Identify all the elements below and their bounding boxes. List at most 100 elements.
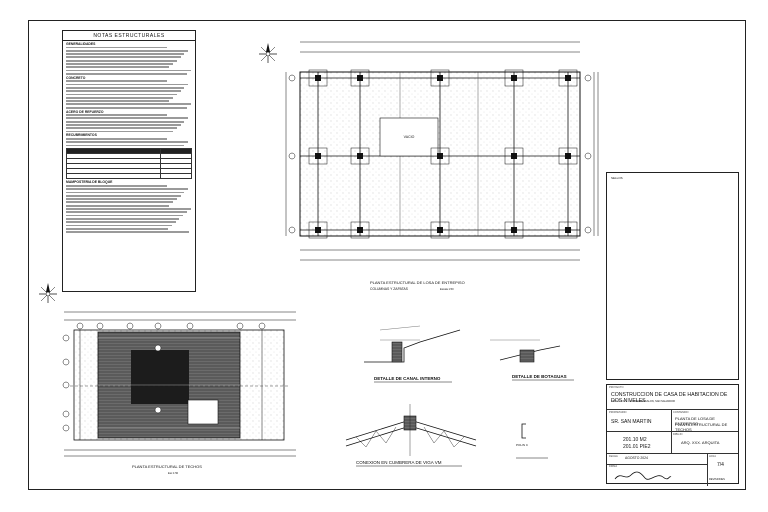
notes-text-line — [66, 46, 167, 49]
notes-text-line — [66, 194, 181, 197]
grid-bubble — [96, 322, 104, 330]
area-row: 201.10 M2 201.01 PIE2 DIBUJO ARQ. XXX. A… — [607, 431, 738, 454]
notes-text-line — [66, 96, 174, 99]
notes-text-line — [66, 198, 177, 200]
notes-text-line — [66, 103, 191, 106]
botaguas-detail: DETALLE DE BOTAGUAS — [490, 339, 574, 381]
footing-outline — [350, 221, 370, 239]
notes-text-line — [66, 49, 189, 52]
project-row: PROYECTO CONSTRUCCION DE CASA DE HABITAC… — [607, 385, 738, 409]
footing-outline — [430, 221, 450, 239]
plan2-title: PLANTA ESTRUCTURAL DE TECHOS — [132, 464, 202, 469]
footing-outline — [504, 221, 524, 239]
notes-text-line — [66, 124, 181, 126]
viga-detail-title: CONEXION EN CUMBRERA DE VIGA VM — [356, 460, 442, 465]
grid-bubble — [62, 381, 70, 389]
notes-text-line — [66, 144, 185, 147]
notes-text-line — [66, 138, 167, 140]
content-row: PROPIETARIO SR. SAN MARTIN CONTENIDO PLA… — [607, 409, 738, 432]
column — [315, 75, 321, 81]
footing-outline — [308, 221, 328, 239]
notes-table — [66, 148, 193, 180]
notes-text-line — [66, 86, 185, 89]
notes-text-line — [66, 59, 177, 62]
notes-text-line — [66, 214, 184, 217]
footing-outline — [558, 69, 578, 87]
grid-bubble — [236, 322, 244, 330]
footing-outline — [558, 221, 578, 239]
owner-name: SR. SAN MARTIN — [611, 419, 652, 425]
notes-text-line — [66, 141, 189, 144]
column — [511, 227, 517, 233]
grid-bubbles — [288, 74, 592, 234]
drafter-name: ARQ. XXX. ARQUITA — [681, 440, 720, 445]
footing-outline — [504, 69, 524, 87]
footing-outline — [430, 147, 450, 165]
notes-section-heading: RECUBRIMIENTOS — [66, 133, 97, 138]
grid-bubble — [288, 74, 296, 82]
notes-text-line — [66, 204, 170, 207]
footing-outline — [430, 69, 450, 87]
notes-text-line — [66, 53, 185, 55]
grid-bubble — [154, 322, 162, 330]
notes-text-line — [66, 63, 174, 65]
column — [511, 75, 517, 81]
grid-bubble — [288, 152, 296, 160]
notes-text-line — [66, 120, 185, 123]
column — [437, 227, 443, 233]
title-block: PROYECTO CONSTRUCCION DE CASA DE HABITAC… — [606, 384, 739, 486]
footing-outline — [308, 147, 328, 165]
column — [437, 153, 443, 159]
column-group — [308, 69, 578, 239]
sheet-number: 7/4 — [717, 462, 724, 468]
notes-title: NOTAS ESTRUCTURALES — [63, 33, 195, 41]
plan1-subtitle: COLUMNAS Y ZAPATAS — [370, 287, 409, 291]
column — [357, 153, 363, 159]
grid-bubble — [62, 410, 70, 418]
notes-text-line — [66, 224, 172, 227]
canal-detail: DETALLE DE CANAL INTERNO — [364, 325, 461, 383]
grid-bubble — [288, 226, 296, 234]
plan1-title: PLANTA ESTRUCTURAL DE LOSA DE ENTREPISO — [370, 280, 465, 285]
stamp-box: SELLOS — [606, 172, 739, 380]
grid-bubble — [186, 322, 194, 330]
plan1-scale: Escala 1:50 — [440, 287, 454, 291]
grid-bubble — [62, 424, 70, 432]
stamp-label: SELLOS — [611, 176, 623, 180]
column — [565, 75, 571, 81]
notes-text-line — [66, 201, 174, 204]
canal-detail-title: DETALLE DE CANAL INTERNO — [374, 376, 441, 381]
notes-section-heading: ACERO DE REFUERZO — [66, 109, 104, 114]
notes-text-line — [66, 83, 189, 86]
north-arrow-icon — [259, 43, 277, 63]
notes-text-line — [66, 117, 189, 120]
grid-bubble — [76, 322, 84, 330]
column — [357, 227, 363, 233]
column — [437, 75, 443, 81]
column — [357, 75, 363, 81]
grid-bubble — [62, 334, 70, 342]
north-arrow-icon — [39, 283, 57, 303]
footing-outline — [350, 69, 370, 87]
plan2-scale: Esc 1:50 — [168, 471, 179, 475]
column — [565, 227, 571, 233]
notes-text-line — [66, 69, 191, 72]
notes-text-line — [66, 217, 180, 220]
column — [315, 153, 321, 159]
grid-bubble — [126, 322, 134, 330]
notes-text-line — [66, 184, 167, 187]
notes-text-line — [66, 114, 167, 116]
notes-text-line — [66, 227, 169, 230]
notes-text-line — [66, 106, 187, 109]
notes-text-line — [66, 93, 177, 96]
notes-text-line — [66, 56, 181, 59]
notes-text-line — [66, 130, 174, 133]
notes-text-line — [66, 188, 189, 191]
notes-text-line — [66, 127, 177, 130]
notes-section-heading: MAMPOSTERIA DE BLOQUE — [66, 180, 113, 185]
column — [315, 227, 321, 233]
footing-outline — [558, 147, 578, 165]
